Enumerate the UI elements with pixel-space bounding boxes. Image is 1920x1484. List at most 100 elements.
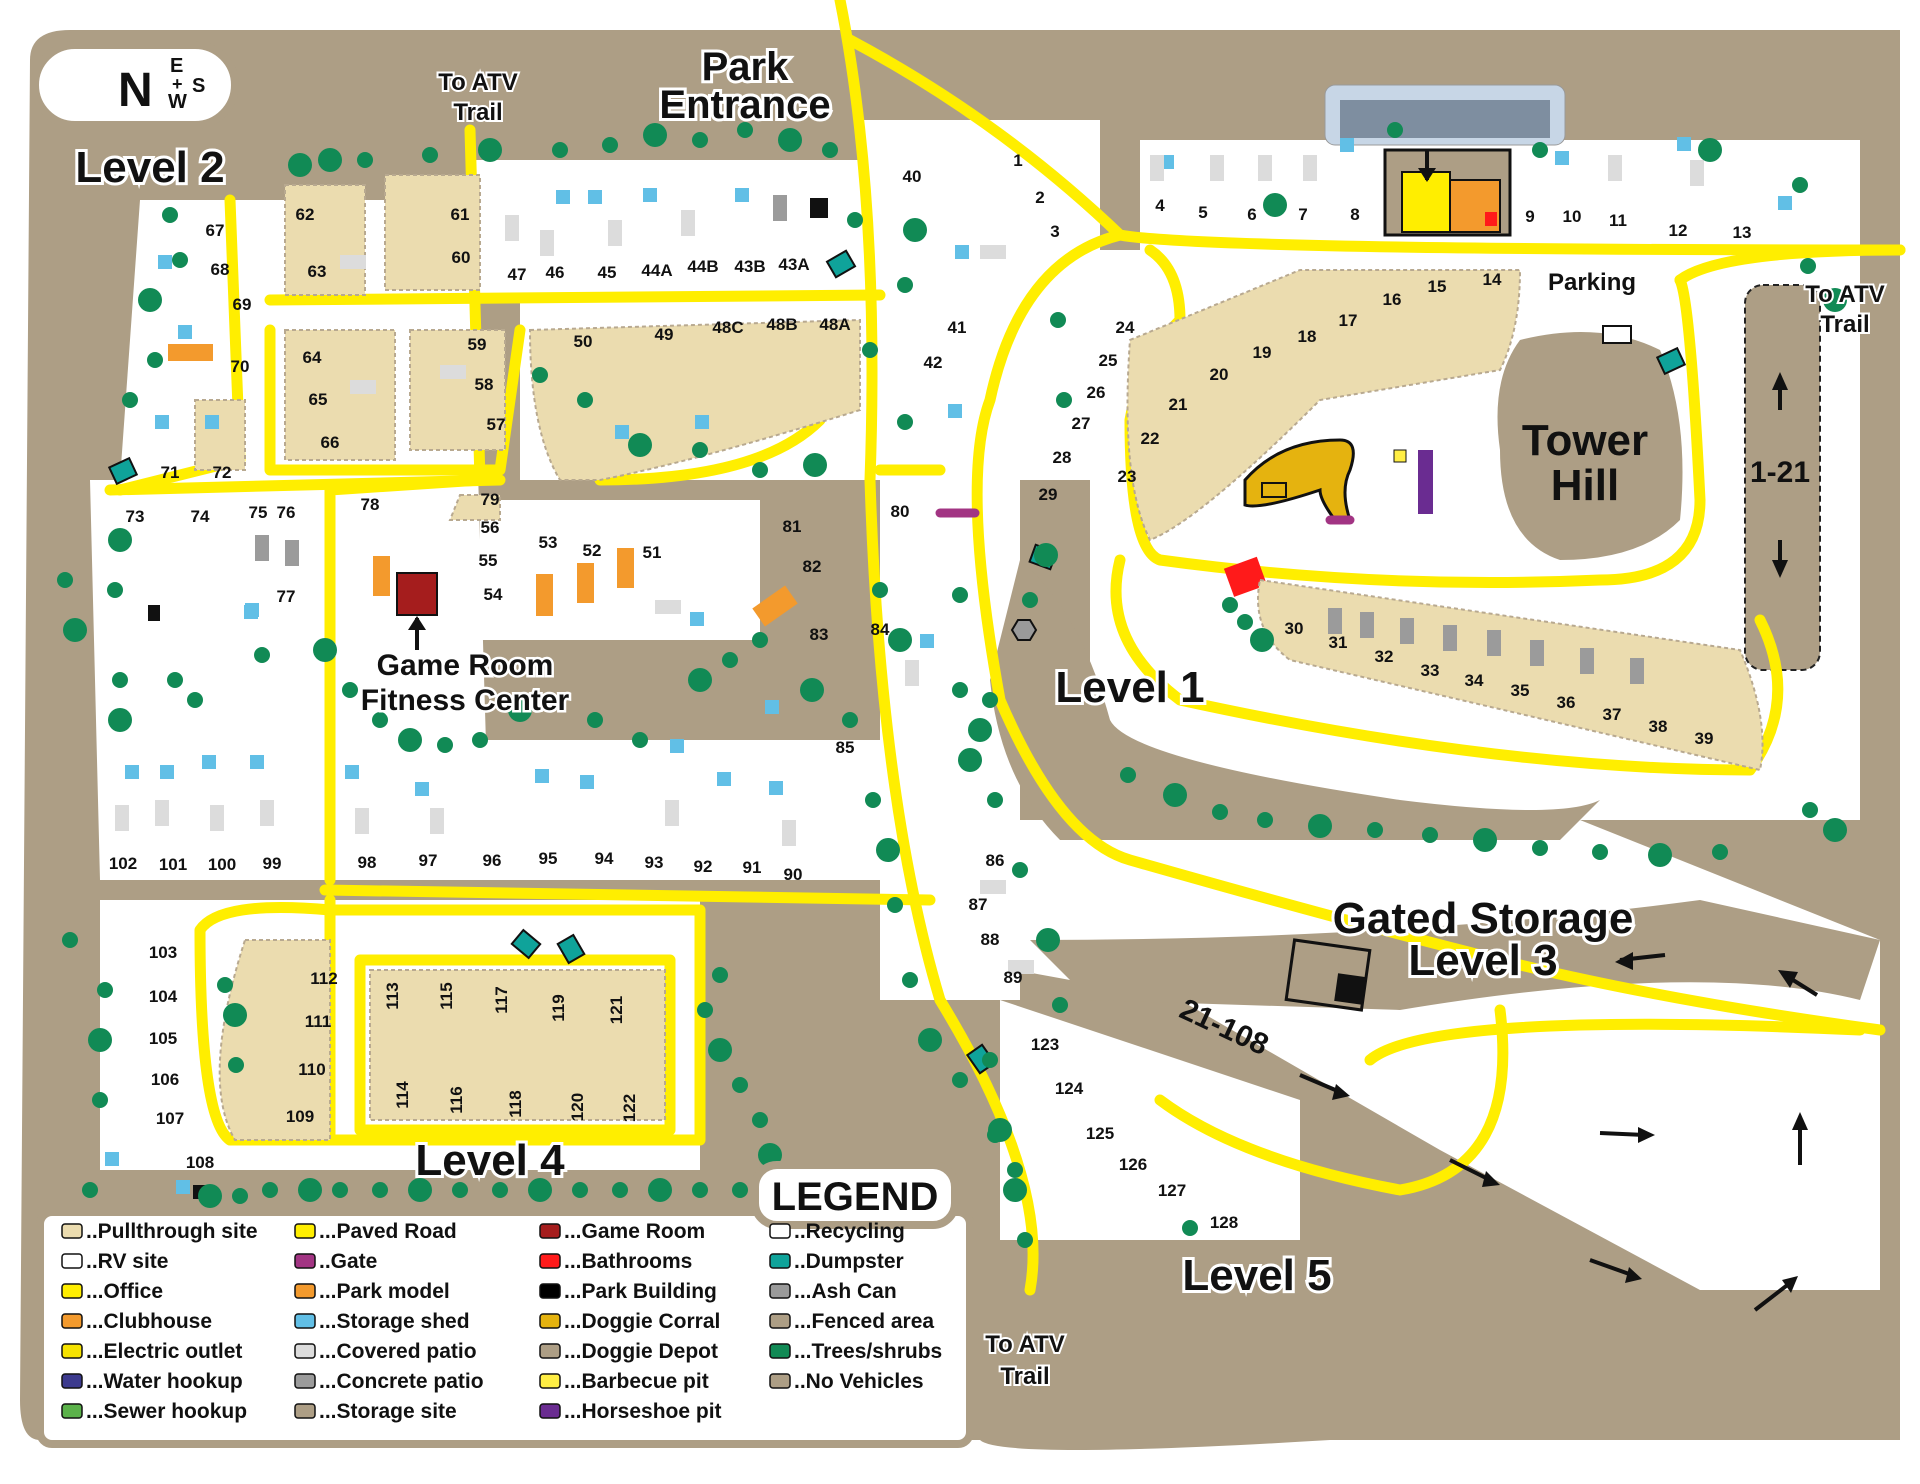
site-number-127: 127 (1158, 1181, 1186, 1200)
ash-can (1010, 619, 1038, 641)
legend-item-label: ...Sewer hookup (86, 1400, 247, 1423)
gated-storage-line2: Level 3 (1408, 936, 1557, 985)
site-number-88: 88 (981, 930, 1000, 949)
tree-icon (847, 212, 863, 228)
game-room (396, 572, 438, 616)
site-number-38: 38 (1649, 717, 1668, 736)
site-number-121: 121 (607, 996, 626, 1024)
legend-swatch (769, 1373, 791, 1389)
compass-w: W (168, 91, 187, 113)
tree-icon (147, 352, 163, 368)
tree-icon (737, 122, 753, 138)
site-number-126: 126 (1119, 1155, 1147, 1174)
site-number-18: 18 (1298, 327, 1317, 346)
legend-swatch (61, 1313, 83, 1329)
site-number-67: 67 (206, 221, 225, 240)
site-number-32: 32 (1375, 647, 1394, 666)
tree-icon (88, 1028, 112, 1052)
site-number-20: 20 (1210, 365, 1229, 384)
tree-icon (1823, 288, 1847, 312)
level-4-label: Level 4 (415, 1136, 565, 1185)
tree-icon (472, 732, 488, 748)
site-number-110: 110 (298, 1060, 325, 1079)
legend-item-label: ...Storage site (319, 1400, 457, 1423)
site-number-45: 45 (598, 263, 617, 282)
site-number-71: 71 (161, 463, 180, 482)
site-number-33: 33 (1421, 661, 1440, 680)
site-number-92: 92 (694, 857, 713, 876)
tree-icon (1003, 1178, 1027, 1202)
site-number-89: 89 (1004, 968, 1023, 987)
legend-swatch (61, 1253, 83, 1269)
game-room-arrowhead (408, 616, 426, 630)
game-room-label-line2: Fitness Center (361, 684, 570, 717)
tree-icon (1017, 1232, 1033, 1248)
tree-icon (372, 1182, 388, 1198)
tree-icon (408, 1178, 432, 1202)
site-number-94: 94 (595, 849, 614, 868)
tree-icon (508, 698, 532, 722)
to-atv-trail-top-line1: To ATV (438, 69, 518, 96)
tree-icon (902, 972, 918, 988)
site-number-109: 109 (286, 1107, 314, 1126)
site-number-52: 52 (583, 541, 602, 560)
pullthrough-sites (194, 174, 1764, 1141)
site-number-17: 17 (1339, 311, 1358, 330)
legend-item-label: ...Doggie Corral (564, 1310, 720, 1333)
tower-hill-area (1497, 332, 1683, 560)
tree-icon (987, 792, 1003, 808)
tree-icon (958, 748, 982, 772)
tree-icon (1012, 862, 1028, 878)
site-number-62: 62 (296, 205, 315, 224)
site-number-80: 80 (891, 502, 910, 521)
site-number-122: 122 (620, 1094, 639, 1122)
park-building-1 (810, 198, 828, 218)
legend-title-box (751, 1161, 959, 1229)
tree-icon (138, 288, 162, 312)
legend-swatch (769, 1283, 791, 1299)
storage-area-1-21 (1744, 284, 1821, 671)
site-number-70: 70 (231, 357, 250, 376)
site-number-25: 25 (1099, 351, 1118, 370)
site-number-54: 54 (484, 585, 503, 604)
tree-icon (803, 453, 827, 477)
site-number-41: 41 (948, 318, 967, 337)
site-number-115: 115 (437, 982, 456, 1009)
site-number-35: 35 (1511, 681, 1530, 700)
site-number-118: 118 (506, 1090, 525, 1117)
site-number-24: 24 (1116, 318, 1135, 337)
legend-swatch (769, 1343, 791, 1359)
to-atv-trail-right-line1: To ATV (1805, 281, 1885, 308)
site-number-3: 3 (1050, 222, 1059, 241)
tree-icon (632, 732, 648, 748)
legend-item-label: ...Storage shed (319, 1310, 470, 1333)
tree-icon (952, 1072, 968, 1088)
site-number-87: 87 (969, 895, 988, 914)
legend-item-label: ...Trees/shrubs (794, 1340, 942, 1363)
barbecue-pit (1393, 449, 1407, 463)
tree-icon (872, 582, 888, 598)
site-number-90: 90 (784, 865, 803, 884)
tree-icon (1308, 814, 1332, 838)
site-number-114: 114 (393, 1081, 412, 1109)
site-number-119: 119 (549, 994, 568, 1021)
site-number-42: 42 (924, 353, 943, 372)
site-number-27: 27 (1072, 414, 1091, 433)
office-photo-building (1340, 100, 1550, 138)
site-number-46: 46 (546, 263, 565, 282)
tree-icon (692, 442, 708, 458)
legend-item-label: ..RV site (86, 1250, 168, 1273)
parking-label: Parking (1548, 269, 1636, 296)
tree-icon (422, 147, 438, 163)
tree-icon (332, 1182, 348, 1198)
to-atv-trail-top-line2: Trail (453, 99, 502, 126)
tree-icon (1800, 258, 1816, 274)
tree-icon (108, 528, 132, 552)
tree-icon (722, 652, 738, 668)
legend-swatch (294, 1373, 316, 1389)
compass-n: N (118, 64, 153, 117)
storage-range-label: 1-21 (1750, 456, 1810, 489)
tree-icon (572, 1182, 588, 1198)
tree-icon (217, 977, 233, 993)
tree-icon (228, 1057, 244, 1073)
